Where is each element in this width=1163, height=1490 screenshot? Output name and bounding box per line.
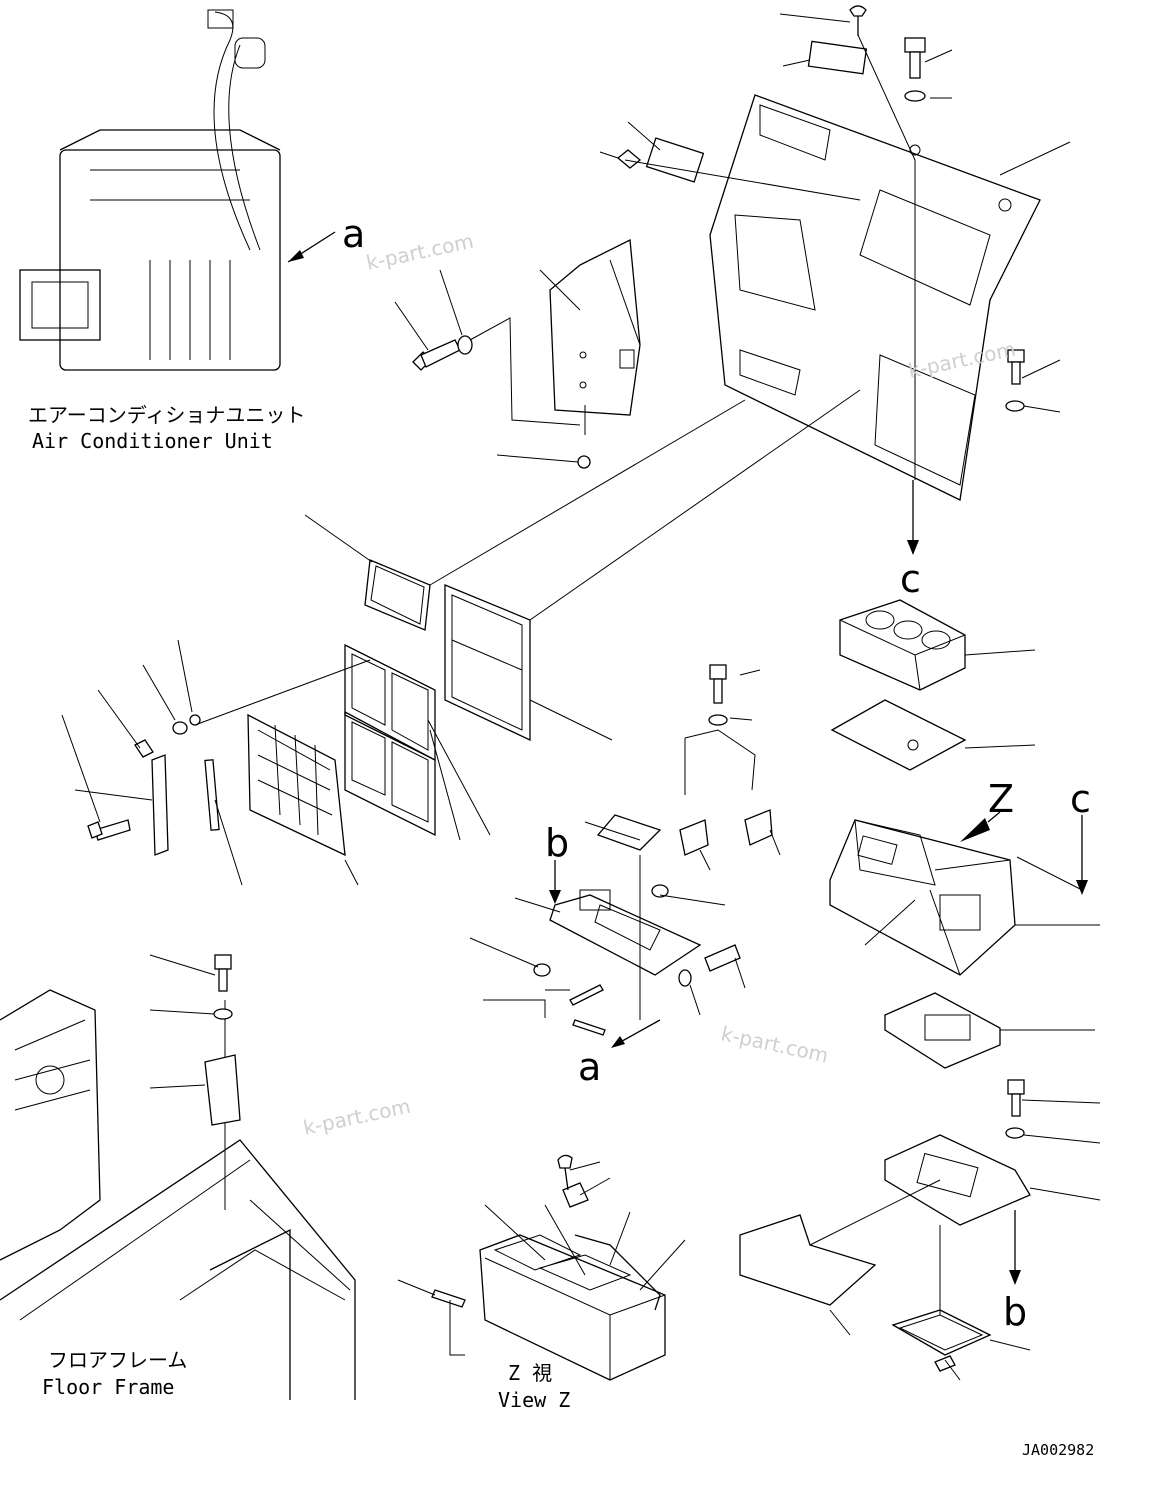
rear-cover-panel — [709, 94, 1041, 501]
left-small-parts — [61, 639, 371, 886]
duct-box: c Z — [829, 777, 1100, 976]
panel-fasteners: c — [616, 5, 1025, 601]
view-z-label-jp: Z 視 — [508, 1361, 552, 1385]
ref-b-right: b — [1003, 1290, 1027, 1334]
watermark-2: k-part.com — [906, 337, 1018, 383]
ac-unit-label-en: Air Conditioner Unit — [32, 429, 273, 453]
foam-block — [839, 599, 1036, 691]
bolt-and-washer-1 — [394, 269, 581, 426]
ref-c-right: c — [1070, 777, 1091, 821]
watermark-1: k-part.com — [364, 229, 476, 275]
view-z-drawing — [397, 1154, 686, 1381]
drawing-number: JA002982 — [1022, 1441, 1094, 1459]
insulation-sheet — [830, 699, 1036, 771]
floor-frame-drawing — [0, 989, 356, 1400]
ref-b-center: b — [545, 821, 569, 865]
control-plate: b a — [469, 664, 781, 1089]
watermark-4: k-part.com — [719, 1021, 831, 1067]
ref-a-top: a — [342, 212, 365, 256]
air-conditioner-unit-drawing: a — [19, 9, 365, 371]
ac-unit-label-jp: エアーコンディショナユニット — [28, 403, 305, 427]
mounting-bracket — [496, 238, 641, 469]
floor-frame-label-jp: フロアフレーム — [48, 1348, 187, 1372]
ref-c-upper: c — [900, 557, 921, 601]
lower-cover: b — [739, 1079, 1101, 1381]
watermark-3: k-part.com — [301, 1094, 413, 1140]
air-filters — [247, 389, 861, 886]
floor-bolt-bracket — [149, 954, 241, 1126]
gasket-tray — [884, 992, 1095, 1069]
view-z-label-en: View Z — [498, 1388, 570, 1412]
ref-z: Z — [988, 777, 1014, 821]
ref-a-center: a — [578, 1045, 601, 1089]
floor-frame-label-en: Floor Frame — [42, 1375, 174, 1399]
